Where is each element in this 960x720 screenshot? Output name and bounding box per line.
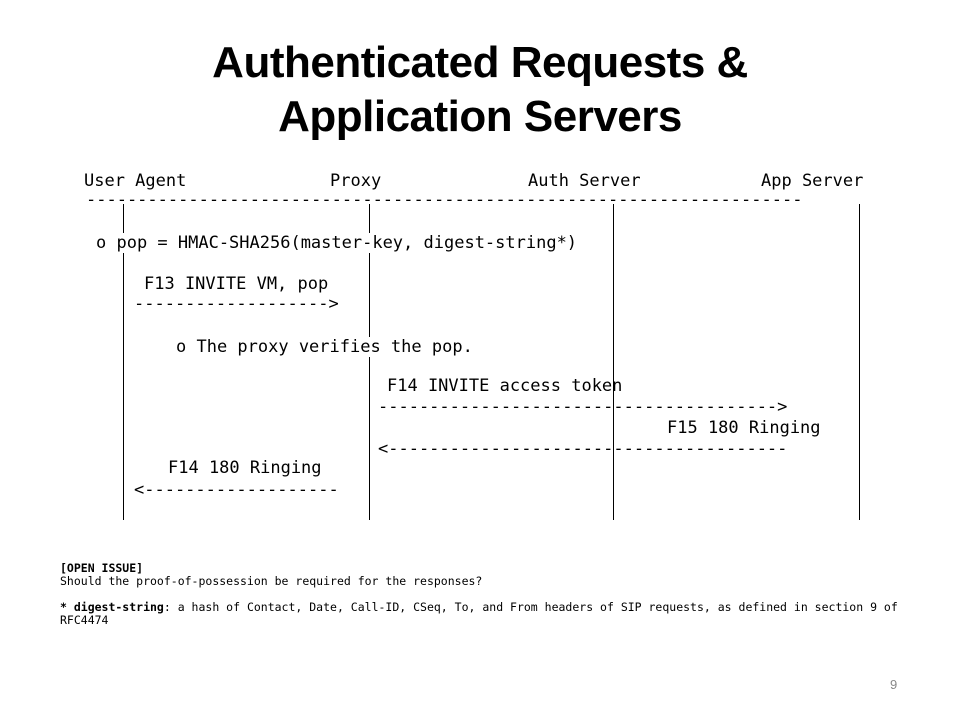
slide-title: Authenticated Requests & Application Ser… [0,36,960,144]
pop-note: o pop = HMAC-SHA256(master-key, digest-s… [96,233,578,253]
actor-proxy: Proxy [330,171,382,191]
footnote-term: * digest-string [60,600,164,614]
f13-arrow: -------------------> [134,294,339,314]
footnote-text: : a hash of Contact, Date, Call-ID, CSeq… [60,600,905,627]
actor-app-server: App Server [761,171,864,191]
header-divider: ----------------------------------------… [86,190,803,210]
f14r-arrow: <------------------- [134,480,339,500]
f14-label: F14 INVITE access token [387,376,623,396]
f14-arrow: ---------------------------------------> [378,397,788,417]
f13-label: F13 INVITE VM, pop [144,274,329,294]
slide-title-line-2: Application Servers [278,92,682,141]
actor-auth-server: Auth Server [528,171,641,191]
open-issue-text: Should the proof-of-possession be requir… [60,574,483,588]
open-issue-heading: [OPEN ISSUE] [60,561,144,575]
slide-title-line-1: Authenticated Requests & [212,38,748,87]
lifeline-user-agent [123,204,124,520]
f15-label: F15 180 Ringing [667,418,821,438]
notes: [OPEN ISSUE] Should the proof-of-possess… [60,562,905,627]
lifeline-auth-server [613,204,614,520]
lifeline-app-server [859,204,860,520]
page-number: 9 [890,677,898,692]
actor-user-agent: User Agent [84,171,187,191]
verify-note: o The proxy verifies the pop. [176,337,473,357]
footnote: * digest-string: a hash of Contact, Date… [60,601,905,627]
lifeline-proxy [369,204,370,520]
f14r-label: F14 180 Ringing [168,458,322,478]
f15-arrow: <--------------------------------------- [378,439,788,459]
